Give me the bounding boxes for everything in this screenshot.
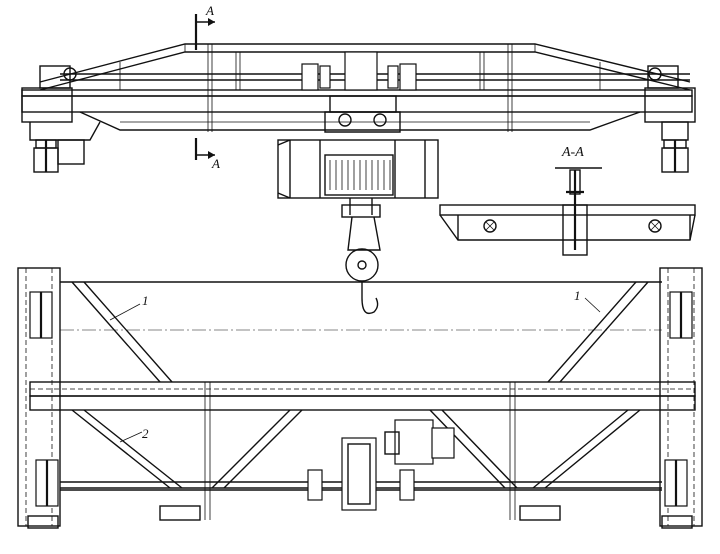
callout-1-left: 1 (142, 293, 149, 308)
section-mark-top: A (206, 3, 214, 18)
girder-elevation-view (21, 14, 696, 173)
section-title: A-A (562, 145, 584, 160)
section-a-a (439, 167, 696, 256)
callout-1-right: 1 (574, 288, 581, 303)
electric-hoist (277, 139, 439, 315)
callout-2: 2 (142, 426, 149, 441)
bridge-plan-view (17, 267, 703, 529)
section-mark-bottom: A (212, 156, 220, 171)
